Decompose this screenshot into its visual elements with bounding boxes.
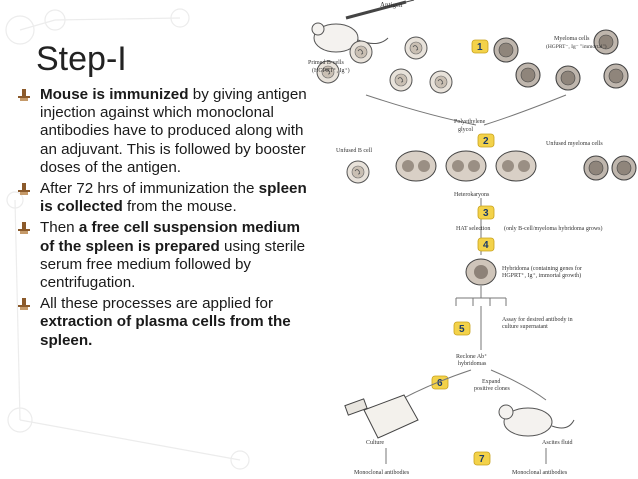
step-badge: 2 [477,133,495,148]
primed-sub-label: (HGPRT⁺, Ig⁺) [312,67,350,74]
hat-note-label: (only B-cell/myeloma hybridoma grows) [504,225,602,232]
culture-flask-icon [344,394,419,439]
heterokaryons-label: Heterokaryons [454,192,490,198]
bullet-list: Mouse is immunized by giving antigen inj… [18,86,310,353]
step-badge: 1 [471,39,489,54]
b-cell-icon [389,68,413,92]
bullet-item: Then a free cell suspension medium of th… [18,219,310,292]
svg-text:2: 2 [483,136,489,147]
b-cell-icon [429,70,453,94]
myeloma-cell-icon [593,29,619,55]
svg-text:4: 4 [483,240,489,251]
body-text: Then [40,219,79,237]
reclone-sub-label: hybridomas [458,361,487,367]
antigen-label: Antigen [380,1,403,9]
slide-title: Step-I [36,40,127,78]
myeloma-cell-icon [493,37,519,63]
bullet-icon [18,89,30,101]
b-cell-icon [349,40,373,64]
mouse-icon [498,404,575,437]
svg-text:6: 6 [437,378,443,389]
myeloma-cell-icon [555,65,581,91]
bullet-icon [18,298,30,311]
body-text: by giving antigen injection against whic… [40,86,307,176]
ascites-label: Ascites fluid [542,439,573,446]
step-badge: 5 [453,321,471,336]
bullet-item: Mouse is immunized by giving antigen inj… [18,86,310,177]
expand-sub-label: positive clones [474,386,510,392]
expand-label: Expand [482,379,500,385]
step-badge: 3 [477,205,495,220]
bold-text: a free cell suspension medium of the spl… [40,219,300,255]
bold-text: spleen is collected [40,180,307,216]
syringe-icon [345,0,415,20]
b-cell-icon [346,160,370,184]
bullet-item: After 72 hrs of immunization the spleen … [18,180,310,216]
assay-sub-label: culture supernatant [502,324,548,330]
step-badge: 4 [477,237,495,252]
step-badge: 7 [473,451,491,466]
bullet-icon [18,183,30,196]
culture-label: Culture [366,440,384,446]
primed-bcells-label: Primed B-cells [308,60,344,66]
myeloma-cell-icon [583,155,609,181]
hybridoma-figure: Antigen Primed B-cells (HGPRT⁺, Ig⁺) Mye… [308,0,637,476]
heterokaryon-row [395,150,537,182]
mono-antibodies-label: Monoclonal antibodies [354,470,410,476]
svg-text:7: 7 [479,454,485,465]
body-text: All these processes are applied for [40,295,274,313]
svg-text:5: 5 [459,324,465,335]
hybridoma-sub-label: HGPRT⁺, Ig⁺, immortal growth) [502,272,581,279]
bold-text: extraction of plasma cells from the sple… [40,313,291,349]
mouse-icon [311,22,389,53]
hybridoma-label: Hybridoma (containing genes for [502,265,582,272]
body-text: from the mouse. [122,198,237,216]
myeloma-cell-icon [603,63,629,89]
body-text: After 72 hrs of immunization the [40,180,259,198]
peg2-label: glycol [458,127,473,133]
myeloma-cell-icon [611,155,637,181]
unfused-b-label: Unfused B cell [336,147,372,154]
myeloma-sub-label: (HGPRT⁻, Ig⁻ "immortal") [546,43,607,50]
bullet-item: All these processes are applied for extr… [18,295,310,350]
reclone-label: Reclone Ab⁺ [456,353,487,360]
mono-antibodies-label: Monoclonal antibodies [512,470,568,476]
step-badge: 6 [431,375,449,390]
svg-text:3: 3 [483,208,489,219]
peg-label: Polyethylene [454,119,486,125]
b-cell-icon [404,36,428,60]
body-text: using sterile serum free medium followed… [40,237,306,292]
hat-label: HAT selection [456,226,490,232]
unfused-myeloma-label: Unfused myeloma cells [546,140,603,147]
myeloma-cell-icon [515,62,541,88]
myeloma-label: Myeloma cells [554,36,590,42]
bullet-icon [18,222,30,235]
svg-text:1: 1 [477,42,483,53]
assay-label: Assay for desired antibody in [502,316,573,323]
bold-text: Mouse is immunized [40,86,189,103]
